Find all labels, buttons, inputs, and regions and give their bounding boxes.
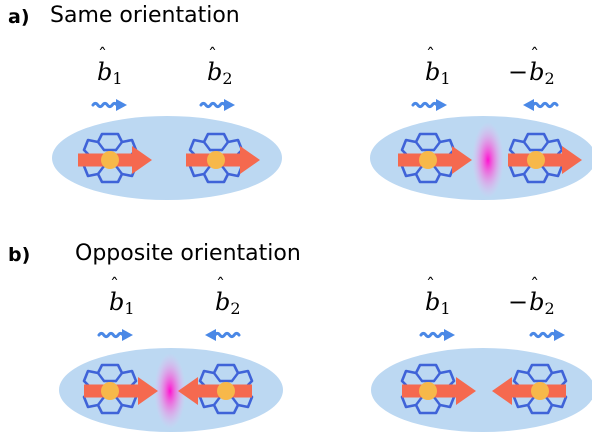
dipole-arrow-icon [84, 377, 158, 405]
porphyrin-bond-icon [96, 164, 106, 176]
porphyrin-bond-icon [414, 164, 424, 176]
photon-arrowhead-icon [116, 99, 127, 111]
porphyrin-bond-icon [522, 140, 532, 152]
porphyrin-bond-icon [544, 371, 554, 383]
porphyrin-bond-icon [114, 395, 124, 407]
porphyrin-bond-icon [220, 140, 230, 152]
photon-wave-icon [91, 101, 121, 109]
porphyrin-bond-icon [202, 140, 212, 152]
exciton-glow-icon [154, 353, 186, 429]
photon-arrowhead-icon [224, 99, 235, 111]
porphyrin-bond-icon [114, 164, 124, 176]
porphyrin-bond-icon [202, 164, 212, 176]
section-a-label: a) [8, 6, 30, 28]
porphyrin-bond-icon [526, 371, 536, 383]
porphyrin-ring-icon [512, 363, 568, 415]
metal-center-icon [101, 151, 119, 169]
photon-wave-icon [529, 331, 559, 339]
porphyrin-ring-icon [82, 363, 138, 415]
panel-b1-left-operator: b1 [108, 275, 135, 318]
porphyrin-ring-icon [508, 132, 564, 184]
metal-center-icon [419, 382, 437, 400]
section-b-label: b) [8, 244, 31, 266]
porphyrin-ring-icon [188, 132, 244, 184]
panel-b1 [59, 329, 283, 432]
metal-center-icon [531, 382, 549, 400]
exciton-glow-icon [472, 122, 504, 198]
photon-wave-icon [97, 331, 127, 339]
coupling-ellipse [371, 348, 592, 432]
porphyrin-bond-icon [432, 164, 442, 176]
photon-arrowhead-icon [122, 329, 133, 341]
porphyrin-bond-icon [540, 164, 550, 176]
photon-arrowhead-icon [523, 99, 534, 111]
porphyrin-bond-icon [114, 371, 124, 383]
porphyrin-bond-icon [230, 395, 240, 407]
photon-arrowhead-icon [205, 329, 216, 341]
photon-wave-icon [211, 331, 241, 339]
porphyrin-bond-icon [212, 395, 222, 407]
section-b-title: Opposite orientation [75, 241, 301, 266]
panel-a1-right-operator: b2 [206, 45, 233, 88]
porphyrin-bond-icon [220, 164, 230, 176]
porphyrin-bond-icon [432, 371, 442, 383]
porphyrin-bond-icon [414, 140, 424, 152]
porphyrin-bond-icon [96, 371, 106, 383]
photon-wave-icon [411, 101, 441, 109]
panel-b2-left-operator: b1 [424, 275, 451, 318]
photon-wave-icon [419, 331, 449, 339]
dipole-arrow-icon [402, 377, 476, 405]
metal-center-icon [207, 151, 225, 169]
photon-wave-icon [529, 101, 559, 109]
panel-a1 [52, 99, 282, 200]
porphyrin-ring-icon [198, 363, 254, 415]
porphyrin-ring-icon [82, 132, 138, 184]
porphyrin-bond-icon [526, 395, 536, 407]
panel-a2-left-operator: b1 [424, 45, 451, 88]
porphyrin-bond-icon [414, 395, 424, 407]
porphyrin-bond-icon [230, 371, 240, 383]
metal-center-icon [527, 151, 545, 169]
panel-a2 [370, 99, 592, 200]
panel-a1-left-operator: b1 [96, 45, 123, 88]
porphyrin-bond-icon [522, 164, 532, 176]
porphyrin-bond-icon [96, 395, 106, 407]
porphyrin-ring-icon [400, 132, 456, 184]
porphyrin-bond-icon [114, 140, 124, 152]
panel-b2 [371, 329, 592, 432]
panel-b2-right-operator: −b2 [508, 275, 555, 318]
dipole-arrow-icon [178, 377, 252, 405]
dipole-arrow-icon [492, 377, 566, 405]
porphyrin-bond-icon [540, 140, 550, 152]
photon-arrowhead-icon [444, 329, 455, 341]
porphyrin-bond-icon [432, 395, 442, 407]
photon-arrowhead-icon [436, 99, 447, 111]
photon-wave-icon [199, 101, 229, 109]
porphyrin-bond-icon [544, 395, 554, 407]
photon-arrowhead-icon [554, 329, 565, 341]
panel-a2-right-operator: −b2 [508, 45, 555, 88]
section-a-title: Same orientation [50, 3, 240, 28]
metal-center-icon [101, 382, 119, 400]
porphyrin-bond-icon [212, 371, 222, 383]
porphyrin-ring-icon [400, 363, 456, 415]
metal-center-icon [419, 151, 437, 169]
porphyrin-bond-icon [414, 371, 424, 383]
porphyrin-bond-icon [96, 140, 106, 152]
metal-center-icon [217, 382, 235, 400]
panel-b1-right-operator: b2 [214, 275, 241, 318]
porphyrin-bond-icon [432, 140, 442, 152]
